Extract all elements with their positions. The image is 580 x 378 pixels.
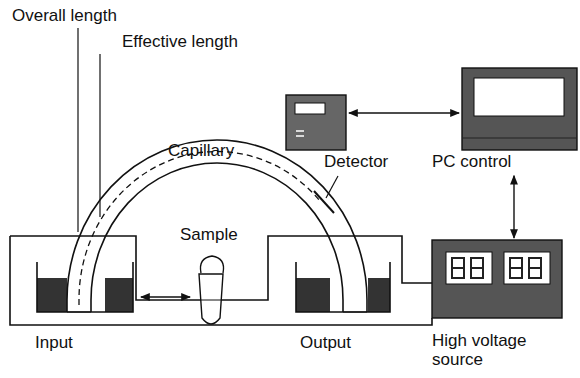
segment-digit: [471, 258, 483, 278]
monitor-body: [462, 68, 577, 150]
part-label: Effective length: [122, 33, 238, 52]
monitor-screen: [474, 78, 564, 116]
signal-arrow: [349, 112, 459, 113]
hv-body: [432, 240, 562, 318]
hv-display: [504, 252, 550, 284]
segment-digit: [510, 258, 522, 278]
part-label: Capillary: [168, 142, 234, 161]
output-liquid: [296, 278, 330, 312]
detector-device: Detector: [286, 95, 346, 150]
sample-liquid: [200, 300, 222, 301]
leader-line: [326, 176, 338, 198]
device-label: Detector: [324, 153, 404, 172]
leader-line: [99, 54, 100, 217]
pc-monitor: PC control: [462, 68, 577, 150]
part-label: Output: [300, 334, 351, 353]
segment-digit: [529, 258, 541, 278]
monitor-panel: [462, 138, 577, 139]
part-label: Input: [35, 334, 73, 353]
high-voltage-source-shape: [432, 240, 562, 318]
part-label: Overall length: [12, 7, 117, 26]
output-liquid: [368, 278, 390, 312]
device-label: PC control: [432, 153, 562, 172]
detector-body: [286, 95, 346, 150]
high-voltage-source: High voltage source: [432, 240, 562, 318]
signal-arrow: [513, 176, 514, 238]
detector-display: [295, 103, 325, 114]
device-label: High voltage source: [432, 332, 567, 369]
base-line: [10, 236, 432, 325]
leader-line: [77, 28, 78, 232]
sample-cap: [200, 256, 223, 273]
input-liquid: [37, 278, 67, 312]
hv-display: [446, 252, 492, 284]
input-beaker: [37, 262, 133, 312]
pc-monitor-shape: [462, 68, 577, 150]
segment-digit: [452, 258, 464, 278]
sample-tube: [199, 274, 223, 324]
detector-window: [314, 191, 334, 213]
input-liquid: [105, 278, 133, 312]
exchange-arrow: [141, 296, 190, 297]
detector-device-shape: [286, 95, 346, 150]
detector-button: [296, 131, 304, 136]
part-label: Sample: [180, 226, 238, 245]
